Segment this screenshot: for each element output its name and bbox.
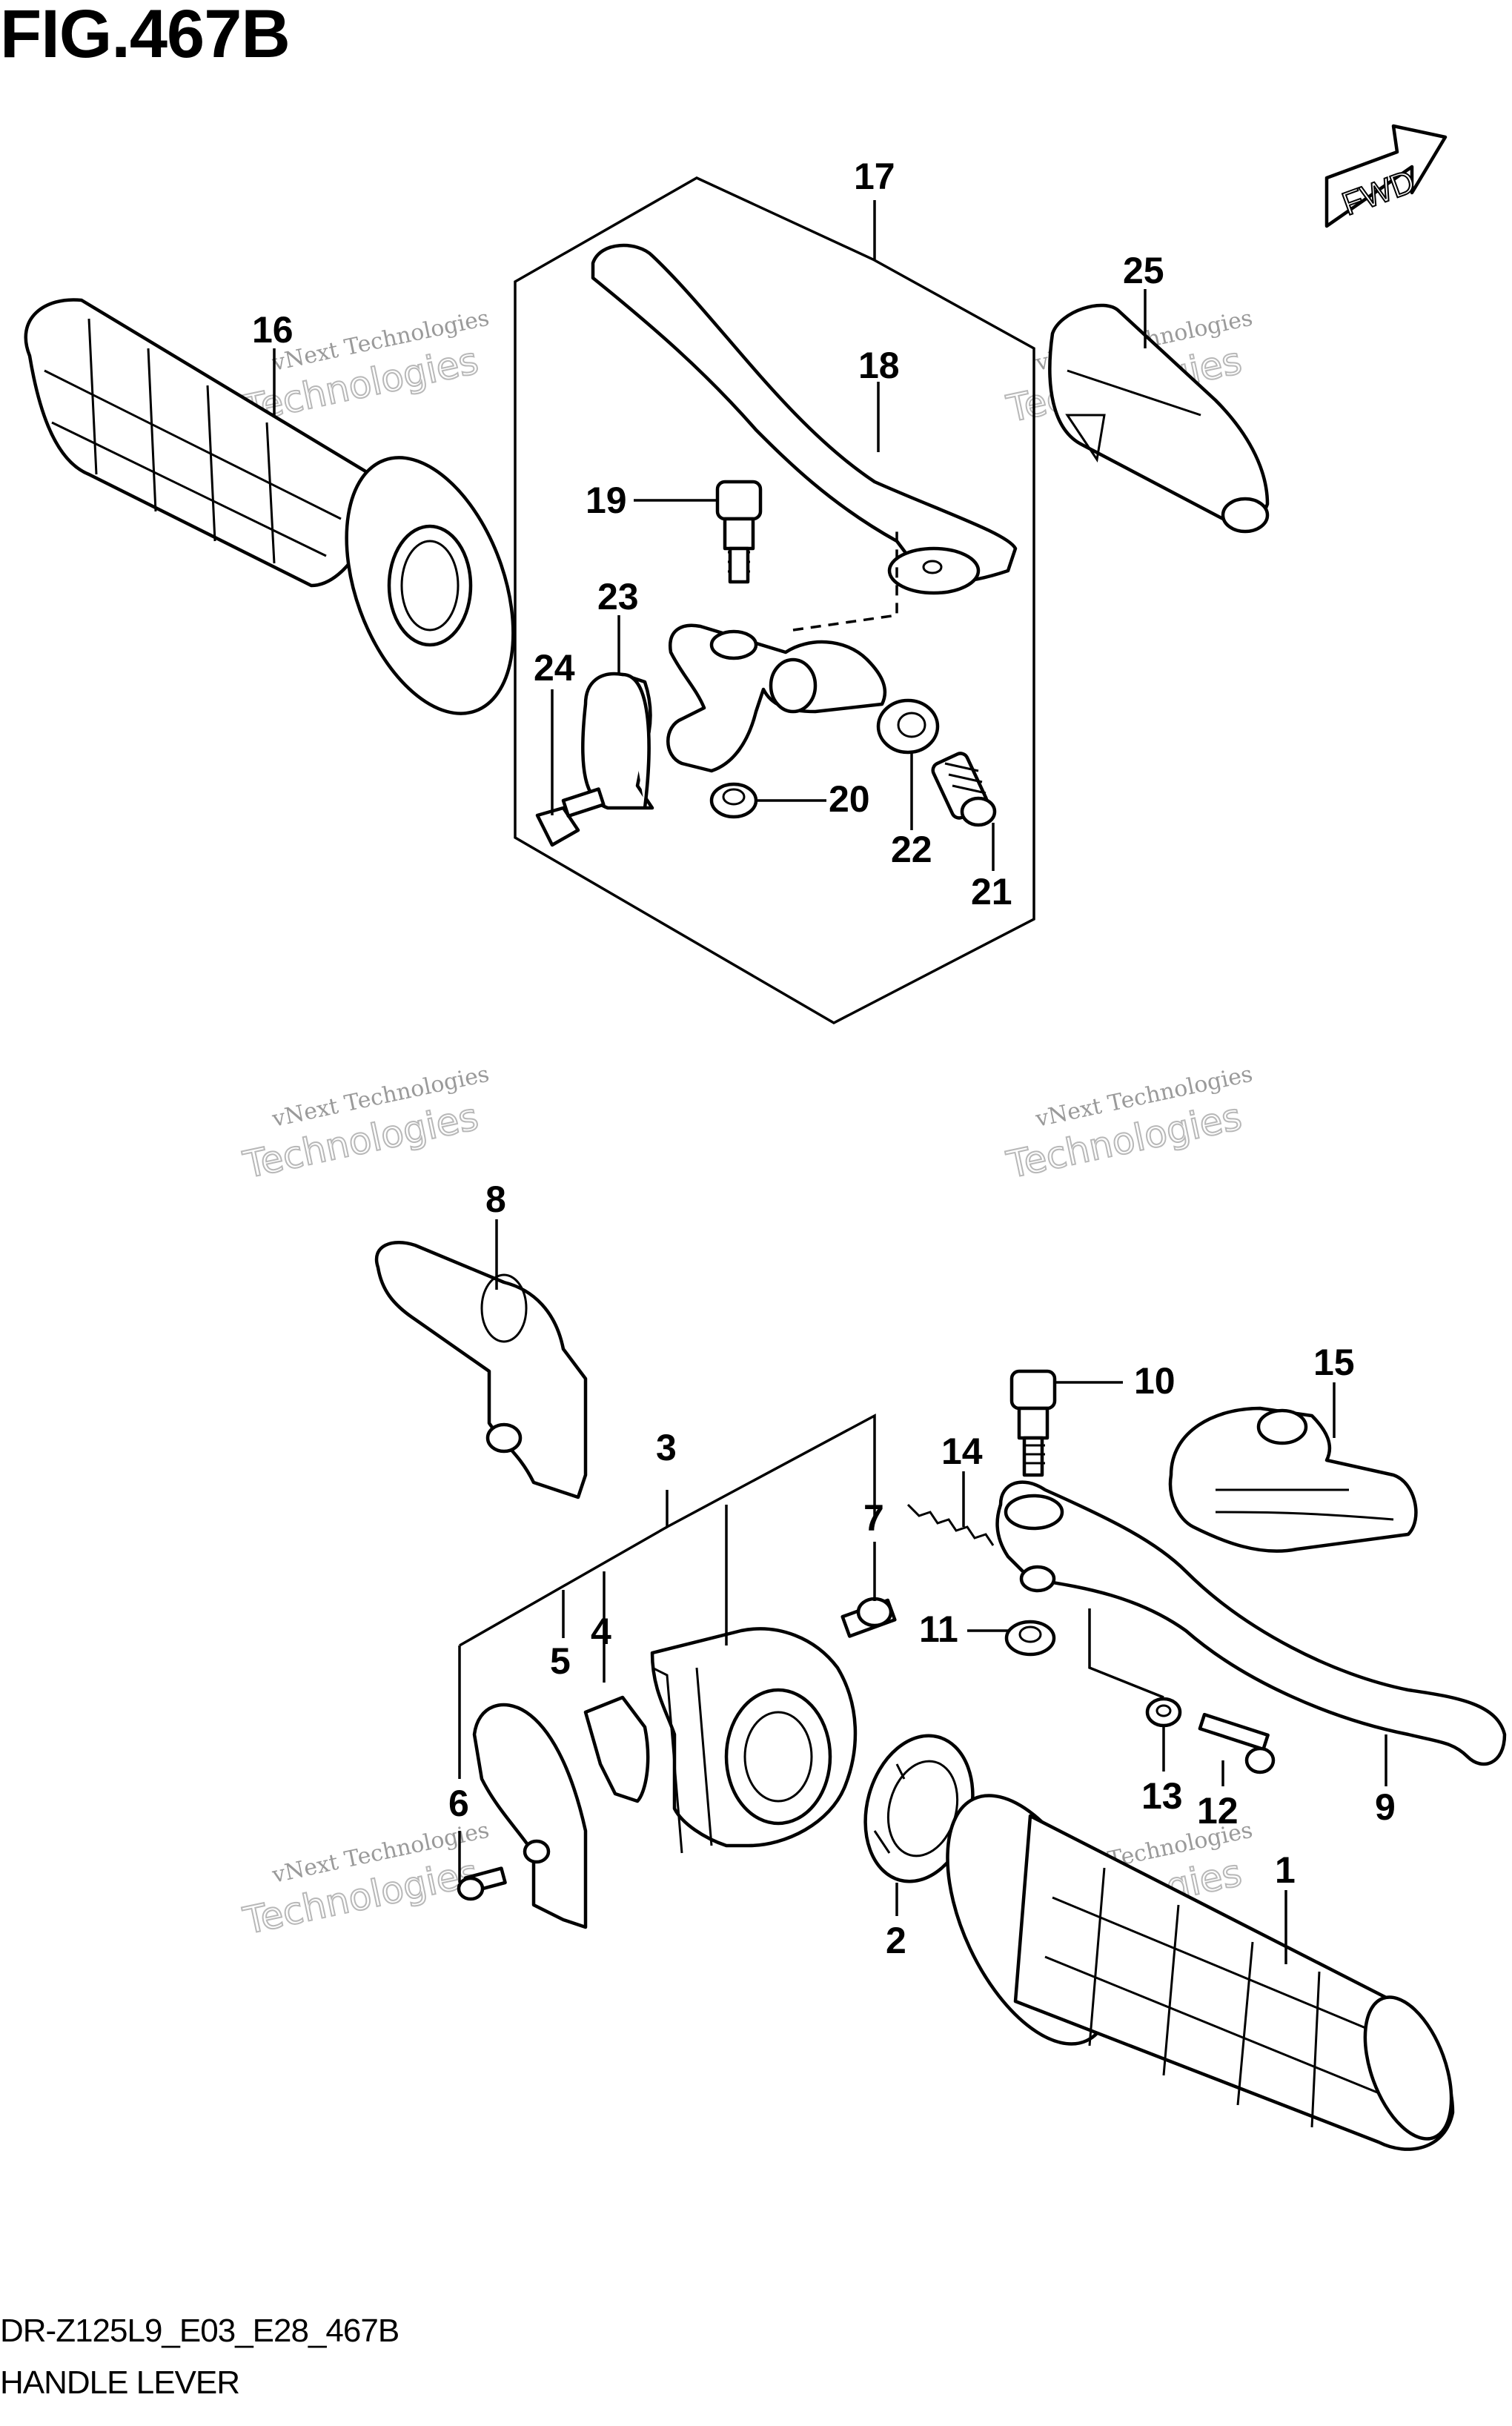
- callout-24: 24: [534, 647, 575, 689]
- figure-title: FIG.467B: [0, 0, 291, 72]
- part-21-adjuster-bolt: [931, 752, 997, 827]
- callout-10: 10: [1134, 1360, 1176, 1402]
- assembly-17-outline: [514, 176, 1035, 1024]
- callout-3: 3: [656, 1427, 677, 1468]
- leader-dashed-link: [792, 530, 898, 632]
- callout-7: 7: [863, 1497, 884, 1539]
- watermark: vNext Technologies Technologies: [239, 1061, 491, 1187]
- part-11-nut: [1004, 1620, 1056, 1657]
- callout-13: 13: [1141, 1775, 1183, 1817]
- part-bracket-holder: [666, 623, 887, 773]
- part-22-adjuster-locknut: [876, 698, 940, 755]
- watermark: vNext Technologies Technologies: [1002, 1061, 1255, 1187]
- watermark: vNext Technologies Technologies: [239, 1817, 491, 1943]
- part-5-clamp-bracket: [472, 1703, 588, 1929]
- callout-11: 11: [919, 1608, 958, 1650]
- callout-21: 21: [971, 871, 1012, 912]
- callout-6: 6: [448, 1783, 469, 1824]
- callout-23: 23: [597, 576, 639, 617]
- part-15-lever-cover: [1168, 1406, 1418, 1553]
- part-4-insert: [583, 1695, 650, 1803]
- callout-19: 19: [586, 480, 627, 521]
- part-8-cable-boot: [374, 1241, 588, 1499]
- leader-lines: [273, 200, 1387, 1964]
- part-16-left-grip: [24, 298, 515, 715]
- callout-2: 2: [886, 1920, 906, 1961]
- callout-15: 15: [1313, 1342, 1355, 1383]
- callout-9: 9: [1375, 1786, 1396, 1828]
- callout-22: 22: [891, 829, 932, 870]
- callout-8: 8: [485, 1179, 506, 1220]
- callout-1: 1: [1275, 1849, 1296, 1891]
- part-9-lever: [995, 1480, 1507, 1766]
- callout-18: 18: [858, 345, 900, 386]
- part-24-clamp-bolt: [535, 787, 606, 847]
- model-code: DR-Z125L9_E03_E28_467B: [0, 2313, 399, 2349]
- part-14-spring: [906, 1503, 995, 1546]
- callout-14: 14: [941, 1431, 983, 1472]
- part-10-pivot-bolt: [1009, 1369, 1057, 1477]
- part-23-clamp: [581, 672, 654, 810]
- part-25-lever-cover: [1048, 303, 1270, 534]
- arrow-right-icon: [1324, 124, 1448, 228]
- part-18-lever: [591, 243, 1018, 595]
- part-1-right-grip: [946, 1794, 1455, 2151]
- callout-16: 16: [252, 309, 294, 351]
- callout-25: 25: [1123, 250, 1164, 291]
- part-13-nut: [1145, 1697, 1182, 1728]
- callout-12: 12: [1197, 1790, 1239, 1832]
- part-3-lever-holder: [650, 1627, 858, 1854]
- part-19-pivot-bolt: [715, 480, 763, 584]
- callout-5: 5: [550, 1640, 571, 1682]
- part-20-nut: [709, 782, 758, 819]
- part-12-screw: [1198, 1712, 1276, 1774]
- part-6-screw: [457, 1866, 507, 1901]
- callout-20: 20: [829, 778, 870, 820]
- callout-numbers: 17 16 18 25 19 23 24 20 22 21 8 15 10 14…: [252, 156, 1396, 1961]
- part-7-bolt: [840, 1597, 897, 1638]
- section-name: HANDLE LEVER: [0, 2364, 240, 2401]
- callout-17: 17: [854, 156, 895, 197]
- fwd-direction-badge: FWD: [1324, 124, 1448, 228]
- callout-4: 4: [591, 1611, 611, 1652]
